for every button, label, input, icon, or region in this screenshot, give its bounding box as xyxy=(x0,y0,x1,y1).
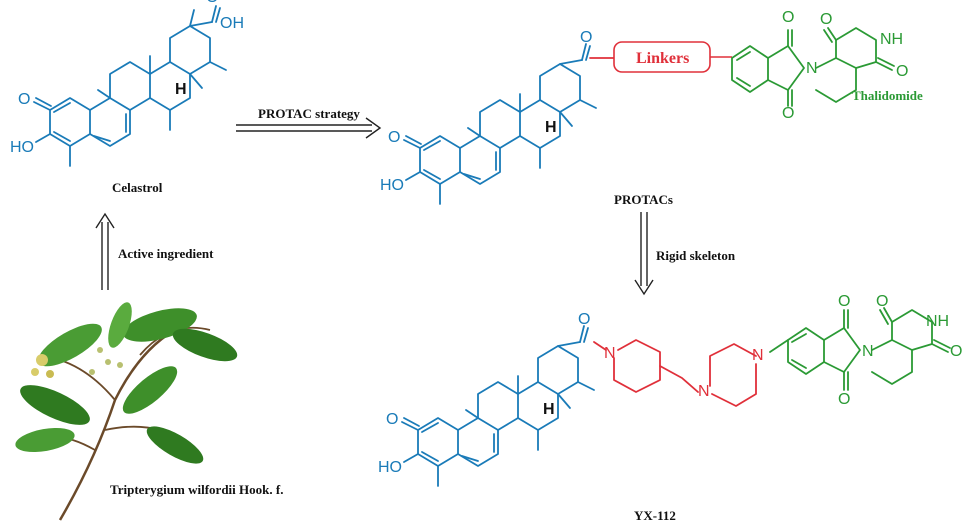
celastrol-h-atom: H xyxy=(175,81,187,98)
celastrol-structure: O OH O HO H xyxy=(10,0,244,167)
rigid-skeleton-arrow xyxy=(634,212,654,296)
thal-top-o4: O xyxy=(896,63,908,80)
linkers-box xyxy=(613,41,732,73)
thal-top-o1: O xyxy=(782,9,794,26)
yx112-piperazine-n2: N xyxy=(752,347,764,364)
active-ingredient-label: Active ingredient xyxy=(118,246,214,261)
protac-ho-atom: HO xyxy=(380,177,404,194)
yx112-thal-o1: O xyxy=(838,293,850,310)
yx112-linker xyxy=(593,339,757,407)
active-ingredient-arrow xyxy=(95,212,115,290)
thal-top-o2: O xyxy=(782,105,794,122)
yx112-carbonyl-o: O xyxy=(578,311,590,328)
yx112-thal-nh: NH xyxy=(926,313,949,330)
yx112-thal-n: N xyxy=(862,343,874,360)
yx112-ho-atom: HO xyxy=(378,459,402,476)
protac-carbonyl-o: O xyxy=(580,29,592,46)
protac-ketone-o: O xyxy=(388,129,400,146)
celastrol-o-atom: O xyxy=(206,0,218,6)
yx112-thal-o4: O xyxy=(950,343,962,360)
rigid-skeleton-label: Rigid skeleton xyxy=(656,248,736,263)
plant-name-label: Tripterygium wilfordii Hook. f. xyxy=(110,482,283,497)
yx112-thalidomide xyxy=(769,307,951,391)
yx112-piperidine-n: N xyxy=(604,345,616,362)
celastrol-ho-atom: HO xyxy=(10,139,34,156)
thal-top-o3: O xyxy=(820,11,832,28)
protac-strategy-arrow xyxy=(236,117,382,139)
thalidomide-label: Thalidomide xyxy=(852,88,923,103)
yx112-label: YX-112 xyxy=(634,508,676,523)
yx112-thal-o2: O xyxy=(838,391,850,408)
celastrol-ketone-o: O xyxy=(18,91,30,108)
celastrol-label: Celastrol xyxy=(112,180,163,195)
linkers-label: Linkers xyxy=(636,50,689,67)
yx112-piperazine-n1: N xyxy=(698,383,710,400)
protacs-label: PROTACs xyxy=(614,192,673,207)
yx112-h-atom: H xyxy=(543,401,555,418)
protac-h-atom: H xyxy=(545,119,557,136)
protac-strategy-label: PROTAC strategy xyxy=(258,106,360,121)
celastrol-oh-atom: OH xyxy=(220,15,244,32)
yx112-thal-o3: O xyxy=(876,293,888,310)
protac-celastrol-core: O O HO H xyxy=(380,29,615,205)
yx112-ketone-o: O xyxy=(386,411,398,428)
thal-top-n: N xyxy=(806,60,818,77)
yx112-celastrol-core: O O HO H xyxy=(378,311,595,487)
thalidomide-structure xyxy=(731,27,895,107)
plant-illustration xyxy=(15,302,238,521)
thal-top-nh: NH xyxy=(880,31,903,48)
